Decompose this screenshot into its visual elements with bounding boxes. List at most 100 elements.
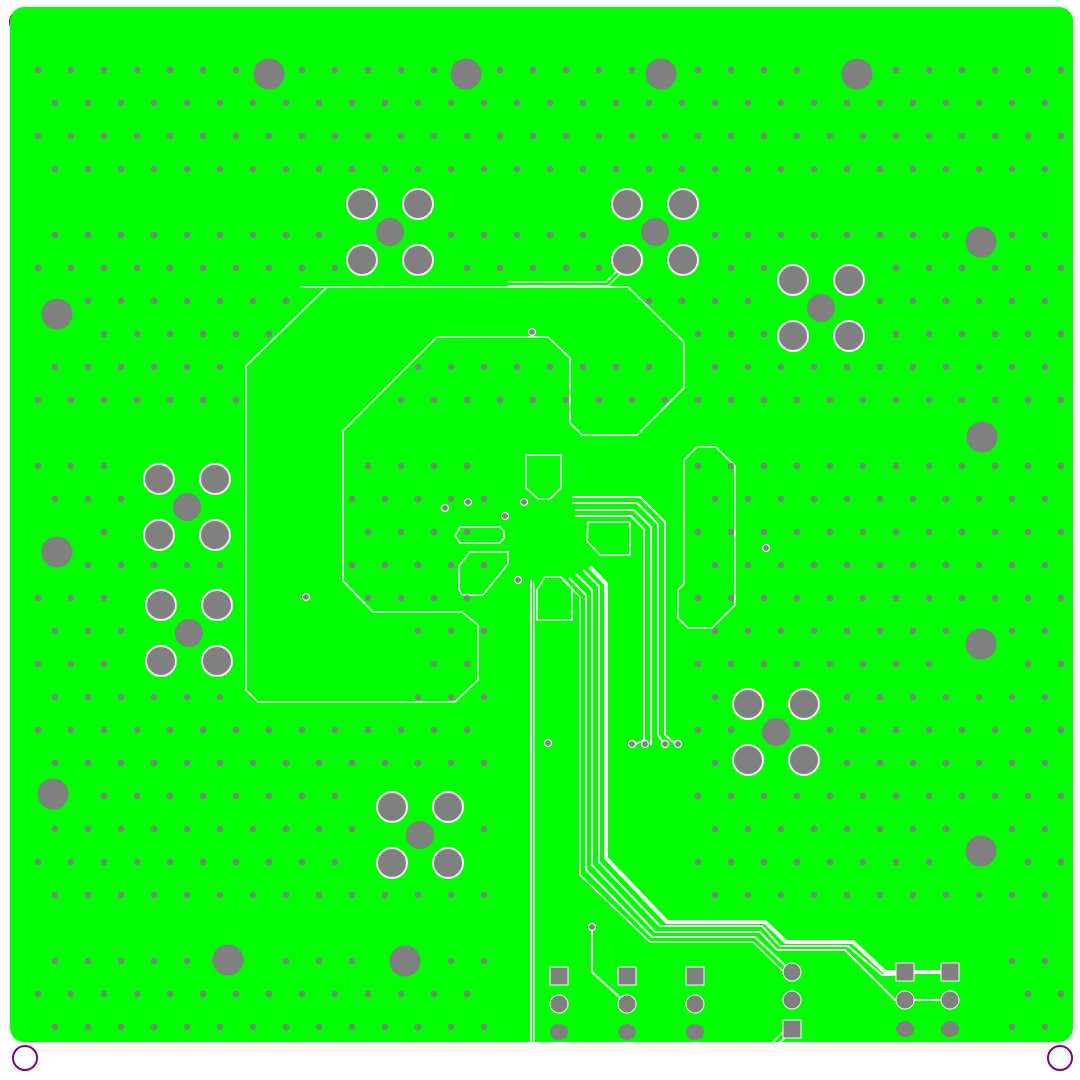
via [925, 396, 933, 404]
via [150, 231, 158, 239]
via [166, 132, 174, 140]
via [661, 132, 669, 140]
via [1008, 561, 1016, 569]
via [199, 792, 207, 800]
thermal-pad [145, 645, 177, 677]
via [958, 396, 966, 404]
via [282, 165, 290, 173]
via [513, 99, 521, 107]
via [660, 739, 670, 749]
via [991, 792, 999, 800]
via [100, 264, 108, 272]
via [364, 528, 372, 536]
via [859, 858, 867, 866]
via [843, 561, 851, 569]
via [645, 165, 653, 173]
thermal-pad [376, 791, 408, 823]
via [925, 792, 933, 800]
via [760, 462, 768, 470]
via [975, 759, 983, 767]
via [711, 693, 719, 701]
via [51, 693, 59, 701]
via [232, 330, 240, 338]
via [975, 693, 983, 701]
via [480, 165, 488, 173]
thermal-pad [788, 744, 820, 776]
round-pad [685, 994, 705, 1014]
via [859, 462, 867, 470]
via [364, 726, 372, 734]
via [892, 66, 900, 74]
via [51, 231, 59, 239]
via [843, 363, 851, 371]
via [298, 990, 306, 998]
via [744, 363, 752, 371]
via [727, 792, 735, 800]
via [348, 957, 356, 965]
via [348, 495, 356, 503]
via [430, 726, 438, 734]
via [100, 858, 108, 866]
trace [575, 509, 652, 745]
connector-pads [549, 962, 960, 1040]
via [892, 726, 900, 734]
via [975, 363, 983, 371]
via [1041, 231, 1049, 239]
via [529, 66, 537, 74]
via [1024, 330, 1032, 338]
via [711, 297, 719, 305]
square-pad [940, 962, 960, 982]
via [909, 495, 917, 503]
via [51, 363, 59, 371]
via [777, 825, 785, 833]
via [348, 99, 356, 107]
via [414, 363, 422, 371]
via [859, 660, 867, 668]
via [100, 792, 108, 800]
via [595, 396, 603, 404]
via [925, 726, 933, 734]
via [463, 660, 471, 668]
via [909, 627, 917, 635]
via [1008, 957, 1016, 965]
via [628, 66, 636, 74]
via [843, 165, 851, 173]
via [991, 132, 999, 140]
mounting-pad [449, 57, 483, 91]
via-grid [34, 66, 1065, 1031]
via [694, 66, 702, 74]
via [925, 264, 933, 272]
via [843, 891, 851, 899]
pour-outline [454, 526, 505, 544]
via [843, 693, 851, 701]
via [761, 543, 771, 553]
via [1008, 363, 1016, 371]
via [381, 891, 389, 899]
via [777, 165, 785, 173]
round-pad [782, 962, 802, 982]
via [760, 396, 768, 404]
via [612, 99, 620, 107]
via [694, 726, 702, 734]
via [414, 627, 422, 635]
via [100, 396, 108, 404]
thermal-pad [432, 791, 464, 823]
via [480, 495, 488, 503]
via [298, 792, 306, 800]
via [232, 132, 240, 140]
via [760, 132, 768, 140]
pour-outlines [245, 286, 736, 703]
via [892, 594, 900, 602]
pour-outline [245, 286, 685, 703]
via [216, 165, 224, 173]
via [34, 462, 42, 470]
via [315, 231, 323, 239]
via [777, 231, 785, 239]
via [414, 495, 422, 503]
via [909, 693, 917, 701]
via [67, 264, 75, 272]
via [760, 792, 768, 800]
via [1024, 792, 1032, 800]
via [711, 363, 719, 371]
via [942, 231, 950, 239]
